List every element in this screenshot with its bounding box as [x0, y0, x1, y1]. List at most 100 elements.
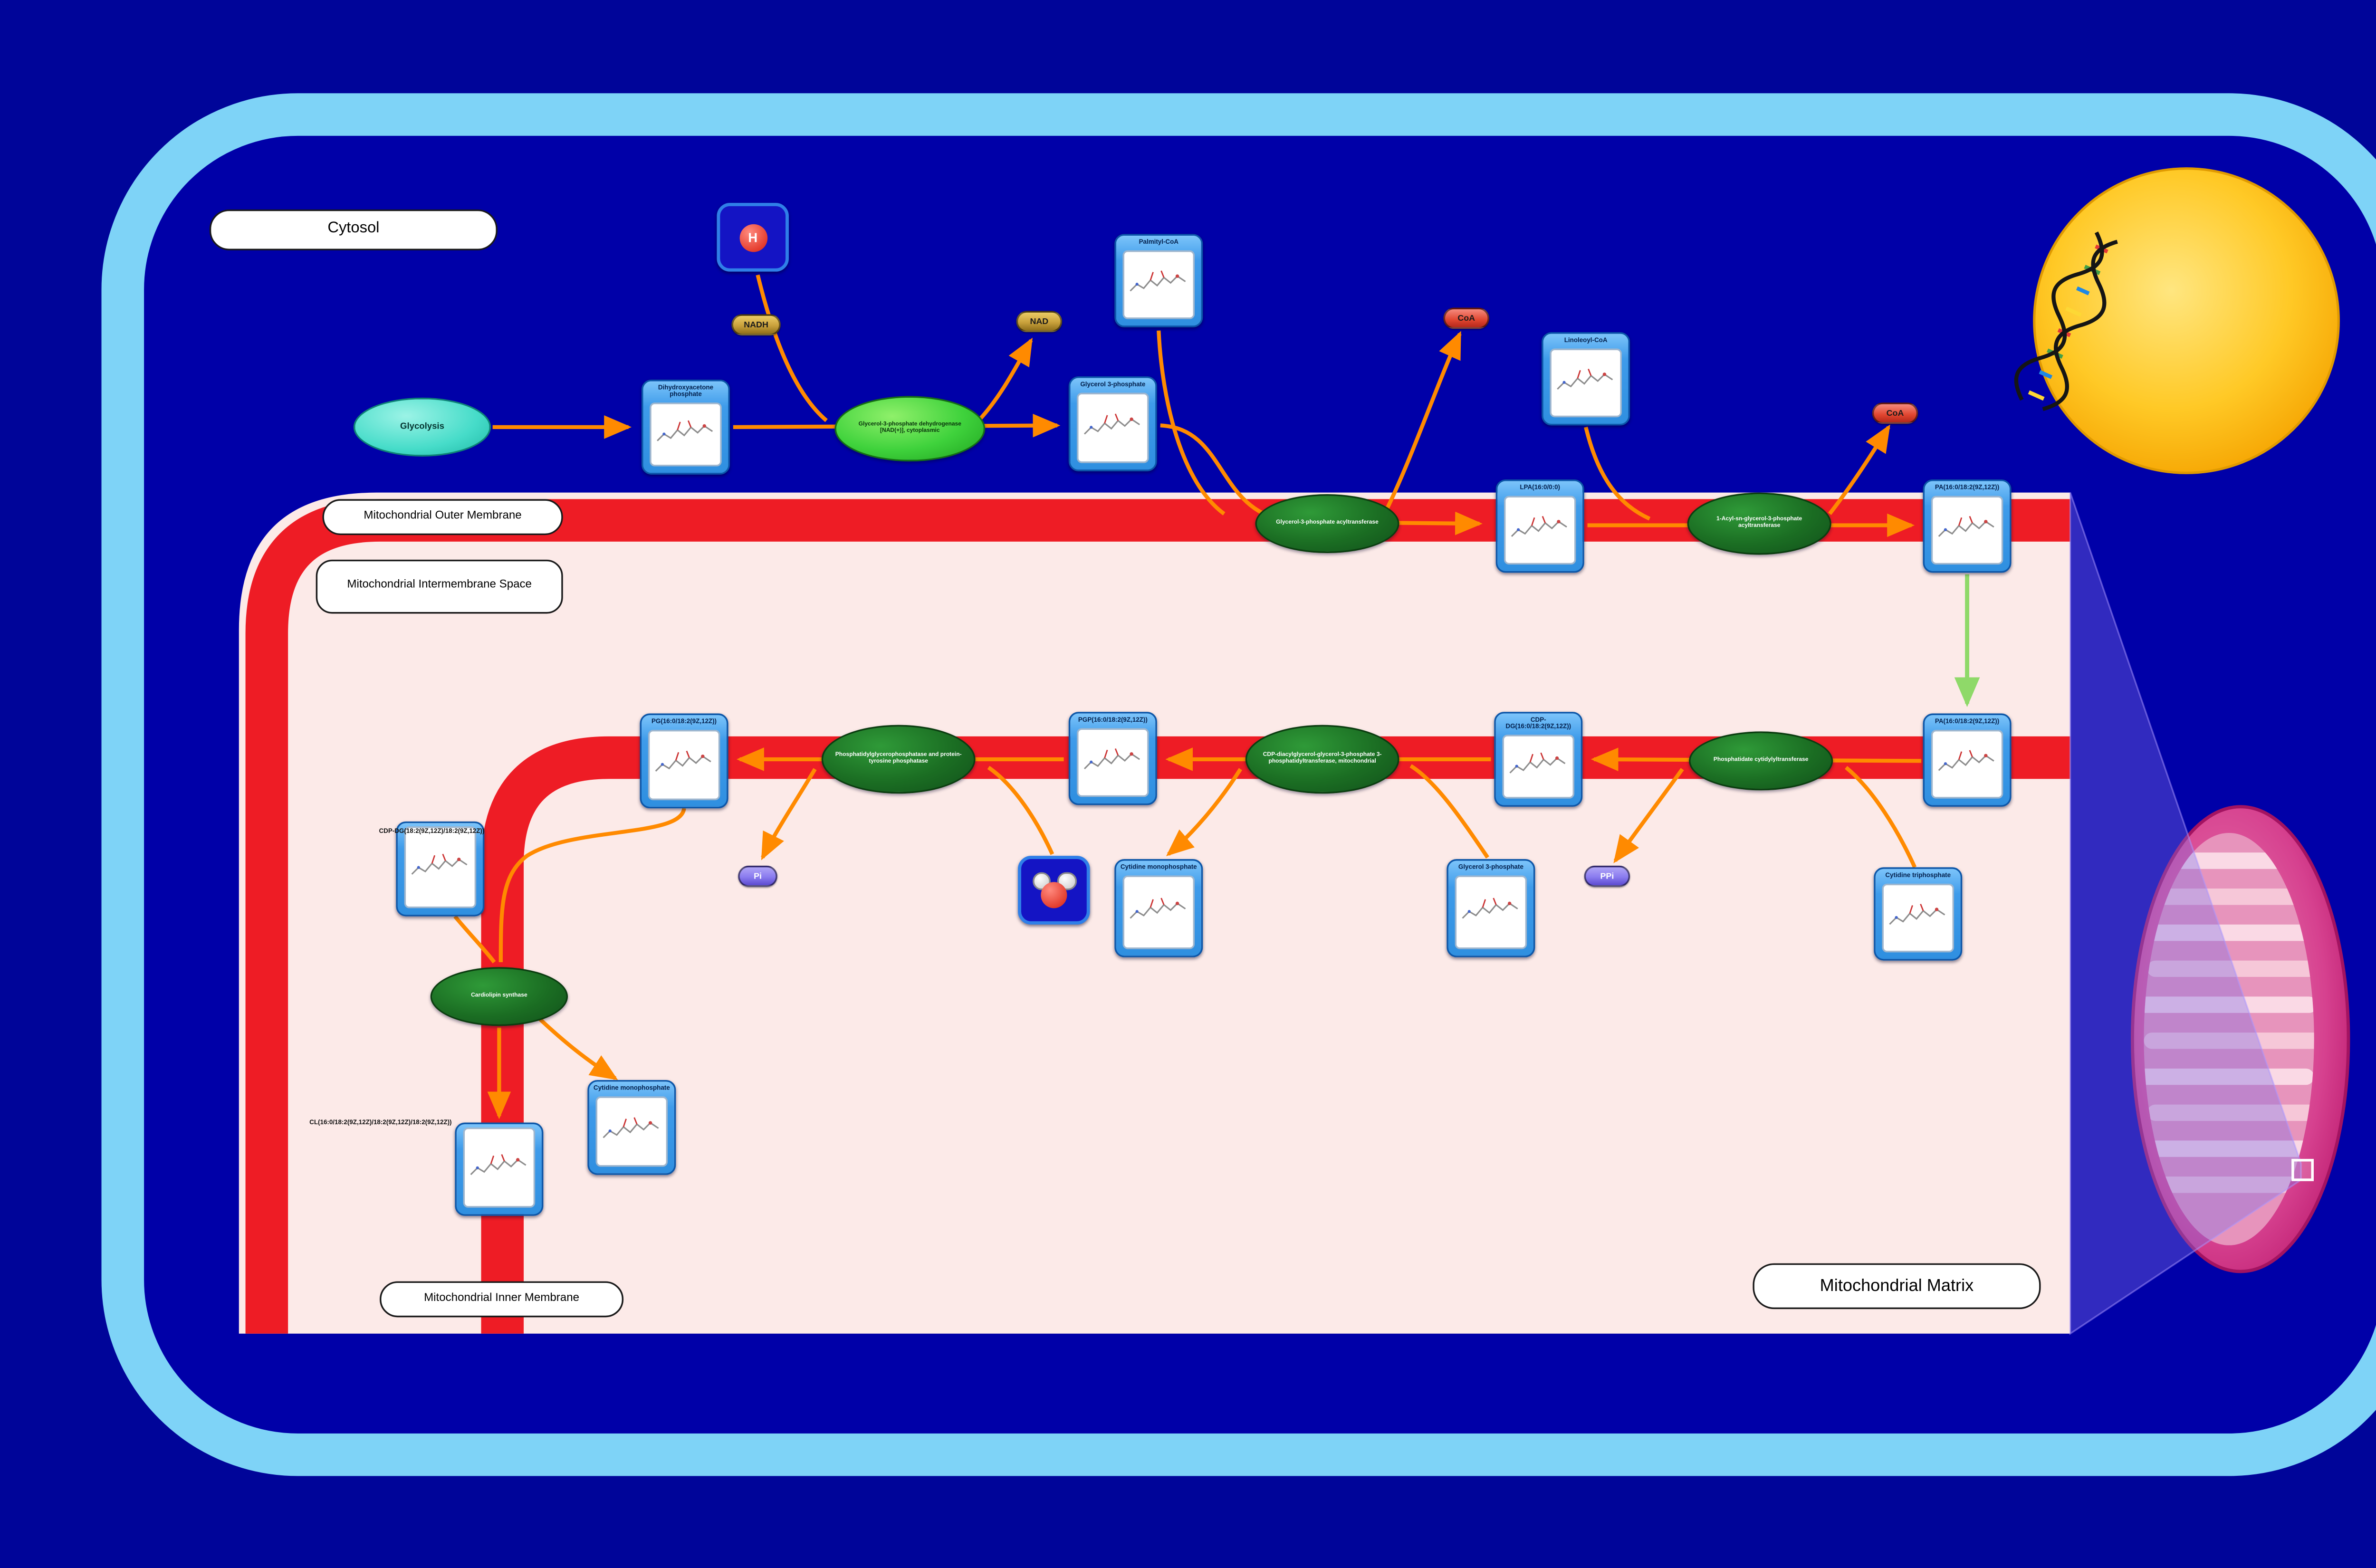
- metabolite-label: LPA(16:0/0:0): [1520, 482, 1561, 490]
- node-cmp-matrix[interactable]: Cytidine monophosphate: [1114, 859, 1203, 957]
- node-nadh[interactable]: NADH: [731, 314, 781, 335]
- structure-thumbnail: [470, 1154, 527, 1175]
- metabolite-label: PA(16:0/18:2(9Z,12Z)): [1935, 716, 2000, 724]
- node-gpd-cyto[interactable]: Glycerol-3-phosphate dehydrogenase [NAD(…: [834, 396, 986, 462]
- structure-area: [1122, 875, 1195, 949]
- metabolite-label: PGP(16:0/18:2(9Z,12Z)): [1078, 714, 1148, 723]
- arrow-cmp2-produced: [535, 1014, 618, 1080]
- arrow-h2o-consumed: [987, 765, 1054, 855]
- dna-helix-icon: [2014, 231, 2118, 411]
- node-cdp-dg-left[interactable]: [396, 821, 485, 917]
- structure-area: [1077, 392, 1149, 463]
- node-pgp[interactable]: PGP(16:0/18:2(9Z,12Z)): [1068, 712, 1157, 805]
- metabolite-label: CDP-DG(16:0/18:2(9Z,12Z)): [1505, 714, 1571, 730]
- metabolite-label: PG(16:0/18:2(9Z,12Z)): [651, 716, 717, 724]
- structure-area: [404, 826, 477, 908]
- metabolite-label: Cytidine monophosphate: [593, 1082, 670, 1091]
- arrow-linoleoylcoa-consumed: [1584, 426, 1651, 521]
- structure-thumbnail: [657, 421, 713, 442]
- node-palmityl-coa[interactable]: Palmityl-CoA: [1114, 234, 1203, 327]
- structure-area: [1504, 495, 1576, 565]
- label-outer-membrane: Mitochondrial Outer Membrane: [322, 499, 563, 535]
- structure-area: [1931, 495, 2003, 565]
- node-nad[interactable]: NAD: [1016, 311, 1063, 333]
- cristae: [2144, 852, 2314, 1193]
- structure-thumbnail: [1511, 516, 1568, 537]
- node-h-ion[interactable]: H: [717, 203, 789, 272]
- nucleus-illustration: [2014, 167, 2340, 474]
- structure-area: [1931, 729, 2003, 799]
- node-coa-2[interactable]: CoA: [1872, 402, 1918, 424]
- label-intermembrane-space: Mitochondrial Intermembrane Space: [316, 559, 563, 614]
- metabolite-label: Cytidine triphosphate: [1885, 870, 1951, 878]
- node-cmp-bottom[interactable]: Cytidine monophosphate: [587, 1080, 676, 1175]
- water-molecule-icon: [1032, 871, 1076, 909]
- structure-area: [1502, 735, 1575, 799]
- structure-thumbnail: [411, 853, 468, 875]
- node-pg[interactable]: PG(16:0/18:2(9Z,12Z)): [640, 713, 728, 809]
- structure-thumbnail: [1084, 748, 1140, 770]
- structure-thumbnail: [1557, 369, 1613, 390]
- node-linoleoyl-coa[interactable]: Linoleoyl-CoA: [1542, 332, 1630, 426]
- node-cl[interactable]: [455, 1122, 544, 1216]
- mitochondrion-illustration: [2130, 805, 2350, 1273]
- label-cl: CL(16:0/18:2(9Z,12Z)/18:2(9Z,12Z)/18:2(9…: [309, 1118, 452, 1126]
- arrow-h-consumed: [756, 274, 828, 422]
- structure-area: [1882, 883, 1954, 953]
- arrow-palmitylcoa-consumed: [1157, 330, 1226, 516]
- structure-area: [595, 1096, 668, 1167]
- node-cdp-dg[interactable]: CDP-DG(16:0/18:2(9Z,12Z)): [1494, 712, 1583, 807]
- structure-area: [1077, 727, 1149, 797]
- structure-thumbnail: [1130, 898, 1186, 919]
- node-ppi[interactable]: PPi: [1584, 865, 1630, 887]
- arrow-ppi-produced: [1613, 768, 1684, 863]
- node-lpa[interactable]: LPA(16:0/0:0): [1495, 479, 1584, 573]
- arrow-pg-cls: [498, 808, 686, 963]
- zoom-target-marker: [2291, 1158, 2314, 1181]
- node-ptpmt[interactable]: Phosphatidylglycerophosphatase and prote…: [821, 725, 976, 794]
- node-cls[interactable]: Cardiolipin synthase: [430, 967, 568, 1026]
- node-g3p-cyto[interactable]: Glycerol 3-phosphate: [1068, 376, 1157, 471]
- metabolite-label: Dihydroxyacetone phosphate: [658, 382, 714, 398]
- node-gpat[interactable]: Glycerol-3-phosphate acyltransferase: [1255, 494, 1399, 554]
- arrow-nad-produced: [977, 337, 1033, 422]
- structure-thumbnail: [1938, 750, 1994, 772]
- structure-thumbnail: [1889, 904, 1945, 925]
- node-h2o[interactable]: [1018, 856, 1090, 925]
- arrow-coa1-produced: [1382, 331, 1462, 515]
- node-glycolysis[interactable]: Glycolysis: [353, 397, 491, 457]
- node-g3p-matrix[interactable]: Glycerol 3-phosphate: [1447, 859, 1535, 957]
- metabolite-label: Glycerol 3-phosphate: [1080, 379, 1146, 387]
- node-pa-top[interactable]: PA(16:0/18:2(9Z,12Z)): [1923, 479, 2012, 573]
- node-coa-1[interactable]: CoA: [1443, 307, 1489, 329]
- structure-thumbnail: [1938, 516, 1994, 537]
- structure-area: [650, 402, 722, 467]
- hydrogen-ion-icon: H: [738, 223, 767, 251]
- node-dhap[interactable]: Dihydroxyacetone phosphate: [642, 379, 730, 475]
- node-agpat[interactable]: 1-Acyl-sn-glycerol-3-phosphate acyltrans…: [1687, 492, 1831, 555]
- structure-thumbnail: [603, 1118, 659, 1139]
- node-pgps[interactable]: CDP-diacylglycerol-glycerol-3-phosphate …: [1245, 725, 1399, 794]
- structure-thumbnail: [1084, 414, 1140, 435]
- arrow-ctp-consumed: [1845, 766, 1917, 868]
- arrow-pi-produced: [761, 768, 817, 860]
- structure-area: [1550, 348, 1622, 418]
- label-matrix: Mitochondrial Matrix: [1753, 1263, 2041, 1310]
- label-cytosol: Cytosol: [209, 209, 498, 250]
- node-pct[interactable]: Phosphatidate cytidylyltransferase: [1689, 731, 1833, 791]
- node-ctp[interactable]: Cytidine triphosphate: [1874, 867, 1963, 961]
- metabolite-label: Glycerol 3-phosphate: [1458, 861, 1523, 870]
- structure-thumbnail: [1130, 271, 1186, 292]
- metabolite-label: Cytidine monophosphate: [1120, 861, 1197, 870]
- arrow-cdpdgleft-consumed: [453, 915, 496, 964]
- node-pa-matrix[interactable]: PA(16:0/18:2(9Z,12Z)): [1923, 713, 2012, 807]
- structure-area: [1122, 250, 1195, 319]
- structure-thumbnail: [1462, 898, 1518, 919]
- node-pi[interactable]: Pi: [738, 865, 777, 887]
- structure-thumbnail: [655, 751, 711, 772]
- structure-thumbnail: [1509, 753, 1566, 774]
- arrow-g3p-matrix-consumed: [1409, 764, 1489, 859]
